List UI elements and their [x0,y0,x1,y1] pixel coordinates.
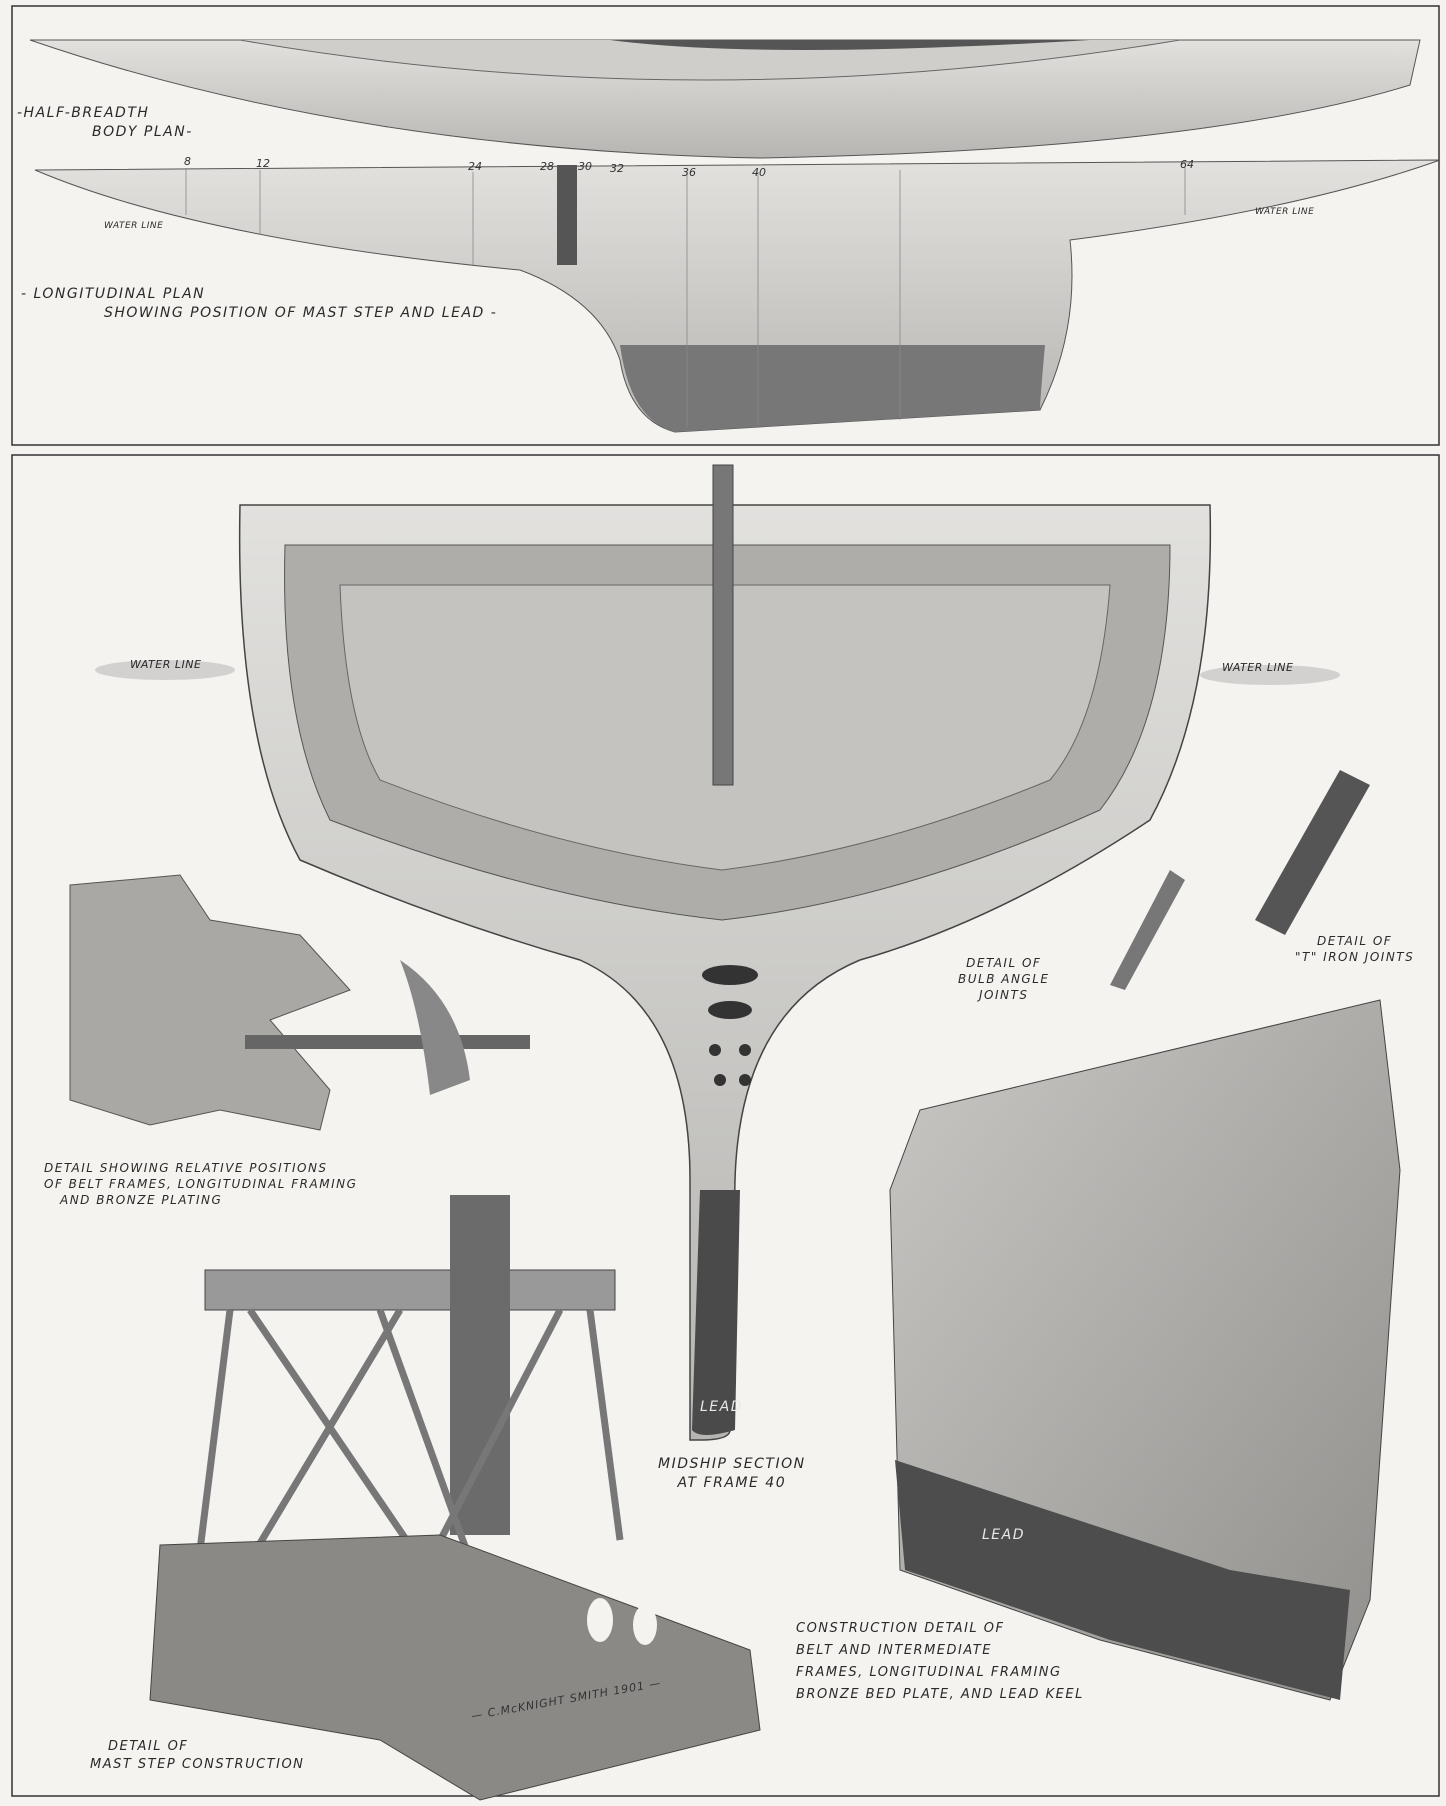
bed-plate [204,1269,616,1311]
mast-step-base [149,1534,761,1801]
label-line: MAST STEP CONSTRUCTION [90,1756,305,1772]
lead-block-label: LEAD [982,1527,1026,1543]
lead-keel [692,1190,740,1435]
top-panel-border [11,5,1440,446]
longitudinal-hull [34,159,1441,433]
frame-number: 36 [682,166,696,179]
label-line: MIDSHIP SECTION [658,1456,806,1472]
bronze-plating-detail [69,874,351,1131]
construction-detail-label: CONSTRUCTION DETAIL OF BELT AND INTERMED… [796,1618,1084,1706]
t-iron-label: DETAIL OF "T" IRON JOINTS [1295,933,1414,965]
water-line-label-left: WATER LINE [104,221,164,231]
label-line: BRONZE BED PLATE, AND LEAD KEEL [796,1687,1084,1703]
mast-step-mast [450,1195,510,1535]
half-breadth-inner [239,39,1181,81]
frame-lines [185,166,1186,428]
mast-step-profile [557,165,577,265]
label-line: OF BELT FRAMES, LONGITUDINAL FRAMING [44,1177,358,1192]
label-line: AND BRONZE PLATING [60,1193,223,1208]
midship-section-label: MIDSHIP SECTION AT FRAME 40 [658,1455,806,1493]
label-line: DETAIL OF [966,956,1042,970]
half-breadth-hull [29,39,1421,159]
frame-number: 30 [578,160,592,173]
water-left [95,660,235,680]
mast-step-struts [196,1308,624,1562]
limber-holes [702,965,758,1086]
label-line: - LONGITUDINAL PLAN [21,286,206,302]
label-line: DETAIL SHOWING RELATIVE POSITIONS [44,1161,328,1175]
label-line: CONSTRUCTION DETAIL OF [796,1621,1005,1636]
half-breadth-deck [610,40,1090,50]
lead-keel-profile [620,345,1045,432]
frame-number: 24 [468,160,482,173]
half-breadth-label: -HALF-BREADTH BODY PLAN- [17,104,193,142]
label-line: "T" IRON JOINTS [1295,950,1415,965]
label-line: BELT AND INTERMEDIATE [796,1643,992,1659]
frame-number: 64 [1180,158,1194,171]
belt-frame [400,960,470,1095]
frame-number: 8 [184,155,191,168]
water-line-label-right: WATER LINE [1255,207,1315,217]
label-line: DETAIL OF [108,1739,189,1754]
frame-number: 12 [256,157,270,170]
lead-block [895,1460,1350,1700]
longitudinal-frame [245,1035,530,1049]
label-line: SHOWING POSITION OF MAST STEP AND LEAD - [104,304,498,321]
label-line: BULB ANGLE [958,972,1050,987]
water-line-label-right-bottom: WATER LINE [1222,661,1294,674]
t-iron-joint [1255,770,1370,935]
label-line: -HALF-BREADTH [17,105,150,121]
frame-number: 28 [540,160,554,173]
mast [712,464,734,786]
label-line: AT FRAME 40 [677,1474,787,1491]
mast-step-label: DETAIL OF MAST STEP CONSTRUCTION [90,1738,304,1773]
longitudinal-plan-label: - LONGITUDINAL PLAN SHOWING POSITION OF … [21,285,497,323]
water-line-label-left-bottom: WATER LINE [130,658,202,671]
label-line: JOINTS [979,988,1029,1003]
label-line: FRAMES, LONGITUDINAL FRAMING [796,1665,1062,1681]
label-line: BODY PLAN- [92,123,193,140]
lead-keel-label: LEAD [700,1399,744,1415]
relative-positions-label: DETAIL SHOWING RELATIVE POSITIONS OF BEL… [44,1160,357,1209]
frame-number: 40 [752,166,766,179]
water-right [1200,665,1340,685]
bulb-angle-label: DETAIL OF BULB ANGLE JOINTS [958,955,1050,1004]
frame-number: 32 [610,162,624,175]
bottom-panel-border [11,454,1440,1797]
label-line: DETAIL OF [1317,934,1393,948]
bulb-angle-joint [1110,870,1185,990]
